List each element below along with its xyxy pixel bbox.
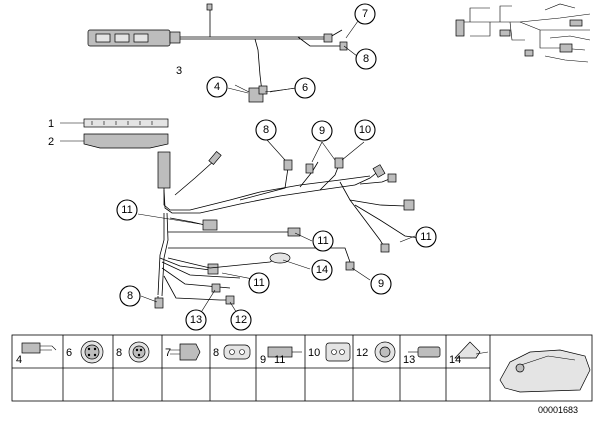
svg-text:9: 9 <box>378 278 384 290</box>
callout-11-center: 11 <box>312 230 334 252</box>
svg-text:8: 8 <box>263 124 269 136</box>
svg-text:8: 8 <box>127 290 133 302</box>
callout-11-lower: 11 <box>248 272 270 294</box>
legend-label-13: 13 <box>403 354 415 366</box>
main-harness <box>154 150 421 309</box>
svg-text:14: 14 <box>316 264 328 276</box>
callout-6: 6 <box>294 77 316 99</box>
callout-8-top: 8 <box>355 48 377 70</box>
connector-12-icon <box>374 341 396 363</box>
connector-13-icon <box>408 346 441 358</box>
svg-text:9: 9 <box>319 125 325 137</box>
harness-overview-thumbnail <box>455 3 591 63</box>
callout-14: 14 <box>311 259 333 281</box>
connector-7-icon <box>170 343 201 361</box>
catalog-number: 00001683 <box>538 405 578 415</box>
vehicle-icon <box>499 349 591 393</box>
callout-8-left: 8 <box>119 285 141 307</box>
bracket-part-2 <box>60 133 169 149</box>
svg-text:7: 7 <box>362 8 368 20</box>
legend-label-4: 4 <box>16 354 22 366</box>
label-1: 1 <box>48 118 54 130</box>
svg-text:8: 8 <box>363 53 369 65</box>
callout-9-right: 9 <box>370 273 392 295</box>
svg-text:11: 11 <box>420 231 431 243</box>
connector-9-11-icon <box>267 346 302 358</box>
cover-part-1 <box>60 118 169 128</box>
legend-label-11: 11 <box>274 354 285 366</box>
legend-label-7: 7 <box>165 347 171 359</box>
svg-text:13: 13 <box>190 314 202 326</box>
svg-text:10: 10 <box>359 124 371 136</box>
svg-text:12: 12 <box>235 314 247 326</box>
callout-8-mid: 8 <box>255 119 277 141</box>
legend-label-9: 9 <box>260 354 266 366</box>
svg-text:11: 11 <box>121 204 132 216</box>
legend-label-8b: 8 <box>213 347 219 359</box>
leader-lines <box>137 20 416 319</box>
callout-13: 13 <box>185 309 207 331</box>
svg-text:6: 6 <box>302 82 308 94</box>
connector-10-icon <box>325 342 351 362</box>
callout-7: 7 <box>354 3 376 25</box>
connector-8a-icon <box>128 341 150 363</box>
legend-label-8a: 8 <box>116 347 122 359</box>
legend-label-12: 12 <box>356 347 368 359</box>
callout-9-mid: 9 <box>311 120 333 142</box>
legend-label-6: 6 <box>66 347 72 359</box>
harness-part-3 <box>87 3 348 103</box>
label-3: 3 <box>176 65 182 77</box>
callout-11-left: 11 <box>116 199 138 221</box>
svg-text:4: 4 <box>214 81 220 93</box>
legend-label-14: 14 <box>449 354 461 366</box>
legend-label-10: 10 <box>308 347 320 359</box>
svg-text:11: 11 <box>317 235 328 247</box>
callout-4: 4 <box>206 76 228 98</box>
label-2: 2 <box>48 136 54 148</box>
connector-6-icon <box>80 340 104 364</box>
callout-12: 12 <box>230 309 252 331</box>
callout-10: 10 <box>354 119 376 141</box>
svg-text:11: 11 <box>253 277 264 289</box>
connector-8b-icon <box>223 344 251 360</box>
connector-4-icon <box>21 342 57 354</box>
connector-14-icon <box>454 341 489 359</box>
connector-legend-table: 4 6 8 7 8 9 11 10 12 13 14 <box>11 334 593 402</box>
callout-11-right: 11 <box>415 226 437 248</box>
